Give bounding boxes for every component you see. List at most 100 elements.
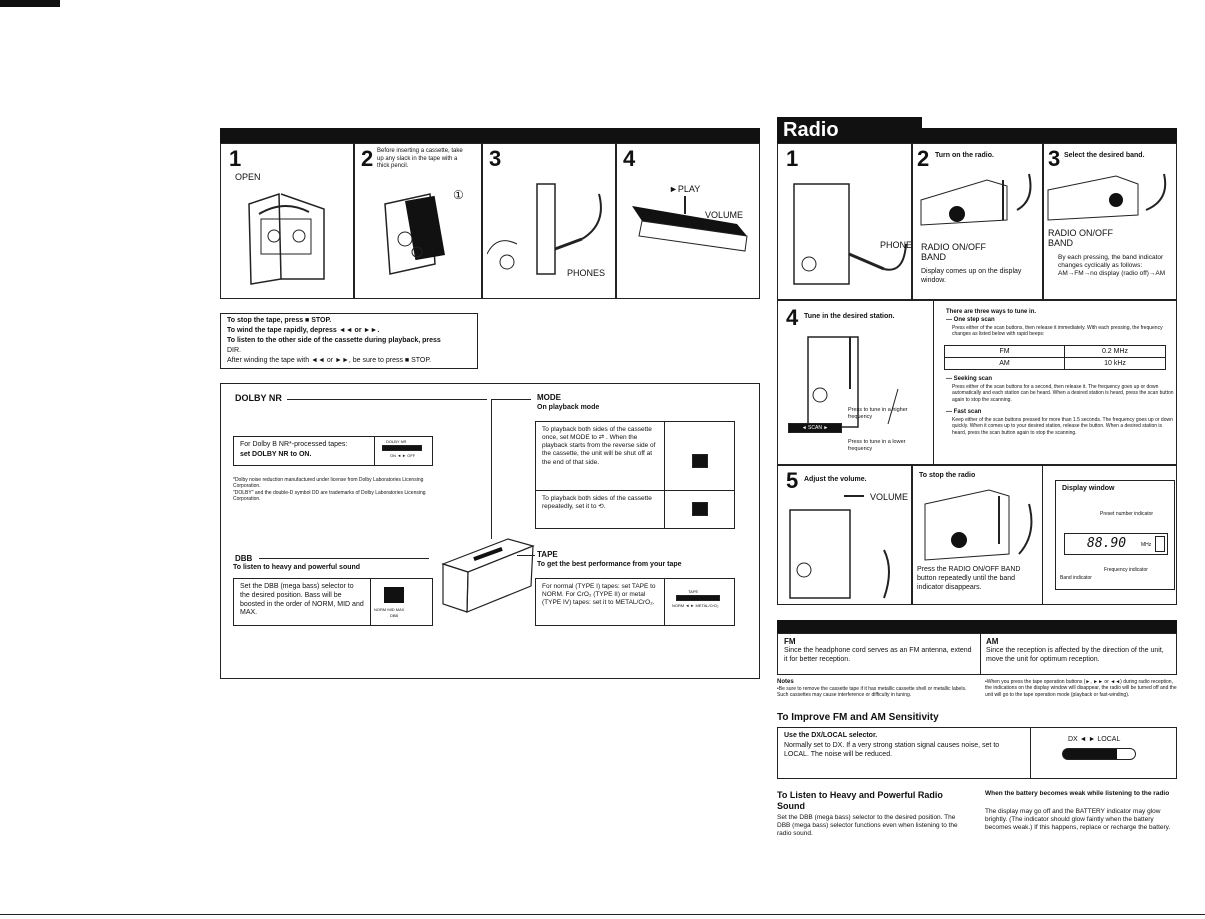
dbb-knob xyxy=(384,587,404,603)
stop-radio-title: To stop the radio xyxy=(919,472,975,481)
cassette-open-illustration xyxy=(239,184,339,294)
radio-title-bar: Radio Reception xyxy=(777,117,922,143)
dolby-switch-bot: ON ◄ ► OFF xyxy=(390,453,415,458)
step-3-title: Select the desired band. xyxy=(1064,152,1145,161)
stop-radio-desc: Press the RADIO ON/OFF BAND button repea… xyxy=(917,566,1035,592)
left-title-bar xyxy=(220,128,760,144)
step-number: 3 xyxy=(1048,148,1060,170)
am-title: AM xyxy=(986,637,998,647)
seek-desc: Press either of the scan buttons for a s… xyxy=(952,384,1174,403)
player-controls-illustration xyxy=(433,524,543,614)
tape-box-text: For normal (TYPE I) tapes: set TAPE to N… xyxy=(542,583,660,607)
stop-text: To stop the tape, press ■ STOP. xyxy=(227,317,331,326)
note-2: •When you press the tape operation butto… xyxy=(985,679,1177,698)
lcd-unit: MHz xyxy=(1141,542,1151,548)
fm-desc: Since the headphone cord serves as an FM… xyxy=(784,647,974,665)
radio-step-1: 1 PHONES xyxy=(777,143,912,300)
step-panel-1: 1 OPEN xyxy=(220,143,354,299)
step-3-label-2: BAND xyxy=(1048,238,1073,249)
step-2-label-2: BAND xyxy=(921,252,946,263)
dolby-switch xyxy=(382,445,422,451)
mode-switch-repeat xyxy=(692,502,708,516)
tape-switch-bot: NORM ◄ ► METAL/CrO₂ xyxy=(672,603,719,608)
band-indicator: Band indicator xyxy=(1060,575,1092,581)
display-title: Display window xyxy=(1062,485,1115,494)
step-number: 1 xyxy=(786,148,798,170)
fm-am-box: FM Since the headphone cord serves as an… xyxy=(777,633,1177,675)
step-2-text: Before inserting a cassette, take up any… xyxy=(377,148,467,171)
improve-sub: Use the DX/LOCAL selector. xyxy=(784,732,877,741)
reception-tips-bar xyxy=(777,620,1177,634)
step-panel-4: 4 ►PLAY VOLUME xyxy=(616,143,760,299)
volume-illustration xyxy=(784,490,908,600)
dolby-header: DOLBY NR xyxy=(235,393,282,404)
heavy-desc: Set the DBB (mega bass) selector to the … xyxy=(777,814,967,838)
radio-on-illustration xyxy=(917,170,1041,230)
dolby-box-text-b: set DOLBY NR to ON. xyxy=(240,451,311,460)
heavy-title: To Listen to Heavy and Powerful Radio So… xyxy=(777,790,967,813)
mode-header: MODE xyxy=(537,393,561,403)
tape-switch-top: TAPE xyxy=(688,589,698,594)
am-desc: Since the reception is affected by the d… xyxy=(986,647,1174,665)
step-number: 4 xyxy=(623,148,635,170)
band-select-illustration xyxy=(1046,170,1176,225)
step-number: 4 xyxy=(786,307,798,329)
one-step-title: — One step scan xyxy=(946,317,995,325)
scan-buttons: ◄ SCAN ► xyxy=(788,423,842,433)
step-2-title: Turn on the radio. xyxy=(935,152,994,161)
phones-label: PHONES xyxy=(567,268,605,279)
radio-step-2: 2 Turn on the radio. RADIO ON/OFF BAND D… xyxy=(912,143,1043,300)
dolby-leader xyxy=(287,399,487,400)
higher-text: Press to tune in a higher frequency xyxy=(848,407,912,421)
lcd-frequency: 88.90 xyxy=(1087,536,1126,551)
step-panel-3: 3 PHONES xyxy=(482,143,616,299)
step-number: 3 xyxy=(489,148,501,170)
fm-title: FM xyxy=(784,637,796,647)
dx-local-label: DX ◄ ► LOCAL xyxy=(1068,736,1120,745)
step-number: 1 xyxy=(229,148,241,170)
radio-title: Radio Reception xyxy=(783,119,880,143)
dolby-switch-top: DOLBY NR xyxy=(386,439,406,444)
improve-desc: Normally set to DX. If a very strong sta… xyxy=(784,742,1024,760)
preset-indicator: Preset number indicator xyxy=(1100,511,1153,517)
improve-box: Use the DX/LOCAL selector. Normally set … xyxy=(777,727,1177,779)
lcd-display: 88.90 MHz xyxy=(1064,533,1168,555)
battery-title: When the battery becomes weak while list… xyxy=(985,790,1175,798)
step-number: 2 xyxy=(917,148,929,170)
dbb-knob-label: DBB xyxy=(390,613,398,618)
after-text: After winding the tape with ◄◄ or ►►, be… xyxy=(227,357,431,366)
step-panel-2: 2 Before inserting a cassette, take up a… xyxy=(354,143,482,299)
step-number: 5 xyxy=(786,470,798,492)
mode-box-text-1: To playback both sides of the cassette o… xyxy=(542,426,660,467)
tape-header: TAPE xyxy=(537,550,558,560)
step-4-title: Tune in the desired station. xyxy=(804,313,895,322)
controls-panel: DOLBY NR For Dolby B NR*-processed tapes… xyxy=(220,383,760,679)
seek-title: — Seeking scan xyxy=(946,376,992,384)
ways-title: There are three ways to tune in. xyxy=(946,309,1036,317)
radio-title-rule xyxy=(920,128,1177,144)
stop-radio-panel: To stop the radio Press the RADIO ON/OFF… xyxy=(912,465,1043,605)
scan-label: ◄ SCAN ► xyxy=(802,425,829,431)
mode-box-text-2: To playback both sides of the cassette r… xyxy=(542,495,660,511)
tape-switch xyxy=(676,595,720,601)
dbb-header: DBB xyxy=(235,554,252,564)
improve-title: To Improve FM and AM Sensitivity xyxy=(777,712,939,725)
display-window-panel: Display window Preset number indicator 8… xyxy=(1043,465,1177,605)
note-1: •Be sure to remove the cassette tape if … xyxy=(777,686,977,699)
lower-text: Press to tune in a lower frequency xyxy=(848,439,922,453)
dolby-box-text-a: For Dolby B NR*-processed tapes: xyxy=(240,441,347,450)
page-bottom-rule xyxy=(0,914,1205,915)
dbb-leader xyxy=(259,558,429,559)
dx-local-switch xyxy=(1062,748,1136,760)
dolby-note-2: "DOLBY" and the double-D symbol DD are t… xyxy=(233,490,443,503)
dbb-sub: To listen to heavy and powerful sound xyxy=(233,564,360,573)
other-side-text-2: DIR. xyxy=(227,347,241,356)
frequency-indicator: Frequency indicator xyxy=(1104,567,1148,573)
mode-switch-once xyxy=(692,454,708,468)
radio-step-5: 5 Adjust the volume. VOLUME xyxy=(777,465,912,605)
frequency-table: FM0.2 MHz AM10 kHz xyxy=(944,345,1166,370)
tape-sub: To get the best performance from your ta… xyxy=(537,561,682,570)
radio-step-3: 3 Select the desired band. RADIO ON/OFF … xyxy=(1043,143,1177,300)
